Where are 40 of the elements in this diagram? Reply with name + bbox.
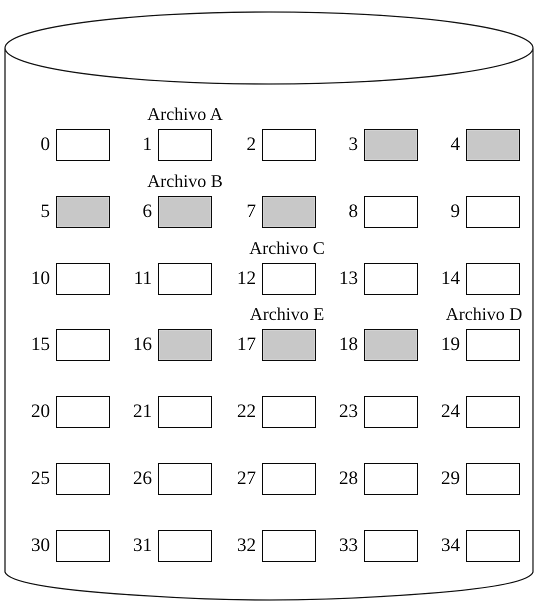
block-number: 18 bbox=[339, 334, 358, 356]
block-number: 7 bbox=[246, 201, 256, 223]
block-number: 1 bbox=[142, 134, 152, 156]
block-number: 17 bbox=[237, 334, 256, 356]
file-label: Archivo A bbox=[147, 104, 223, 124]
block-number: 10 bbox=[31, 268, 50, 290]
block-number: 31 bbox=[133, 535, 152, 557]
file-label: Archivo C bbox=[249, 238, 325, 258]
block-number: 0 bbox=[40, 134, 50, 156]
block-number: 15 bbox=[31, 334, 50, 356]
block-number: 21 bbox=[133, 401, 152, 423]
block-number: 23 bbox=[339, 401, 358, 423]
block-number: 19 bbox=[441, 334, 460, 356]
block-number: 25 bbox=[31, 468, 50, 490]
block-number: 22 bbox=[237, 401, 256, 423]
block-number: 28 bbox=[339, 468, 358, 490]
block-number: 32 bbox=[237, 535, 256, 557]
block-number: 24 bbox=[441, 401, 460, 423]
file-label: Archivo D bbox=[446, 304, 522, 324]
block-number: 16 bbox=[133, 334, 152, 356]
file-label: Archivo E bbox=[250, 304, 324, 324]
block-number: 14 bbox=[441, 268, 460, 290]
block-number: 2 bbox=[246, 134, 256, 156]
block-number: 5 bbox=[40, 201, 50, 223]
block-number: 8 bbox=[348, 201, 358, 223]
block-number: 6 bbox=[142, 201, 152, 223]
block-number: 34 bbox=[441, 535, 460, 557]
file-label: Archivo B bbox=[147, 171, 223, 191]
block-number: 11 bbox=[134, 268, 152, 290]
block-number: 3 bbox=[348, 134, 358, 156]
block-number: 4 bbox=[450, 134, 460, 156]
block-number: 20 bbox=[31, 401, 50, 423]
block-number: 29 bbox=[441, 468, 460, 490]
block-number: 30 bbox=[31, 535, 50, 557]
block-number: 12 bbox=[237, 268, 256, 290]
block-number: 27 bbox=[237, 468, 256, 490]
block-number: 13 bbox=[339, 268, 358, 290]
block-number: 26 bbox=[133, 468, 152, 490]
block-number: 33 bbox=[339, 535, 358, 557]
block-number: 9 bbox=[450, 201, 460, 223]
